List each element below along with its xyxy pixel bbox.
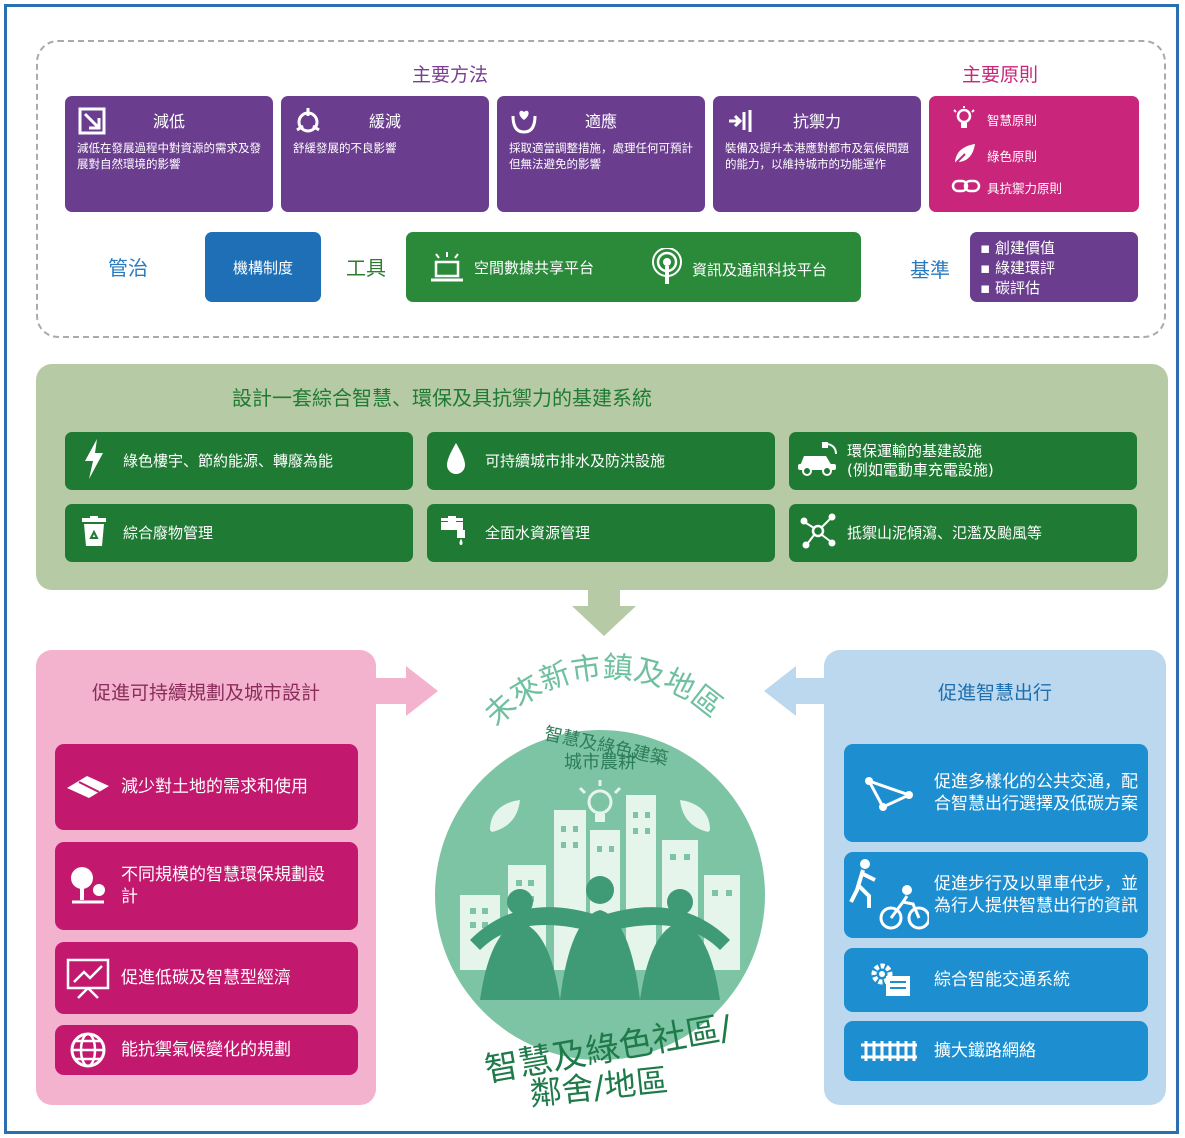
leaf-icon	[951, 142, 987, 169]
method-title: 抗禦力	[792, 112, 841, 131]
tool-label: 空間數據共享平台	[474, 259, 595, 277]
principle-row: 綠色原則	[951, 142, 1037, 169]
route-icon	[844, 775, 934, 811]
laptop-icon	[431, 252, 463, 282]
broadcast-icon	[652, 248, 682, 284]
water-drop-icon	[427, 443, 485, 479]
lightning-icon	[65, 439, 123, 483]
center-arc-title: 未來新市鎮及地區	[478, 650, 729, 733]
chain-link-icon	[951, 176, 987, 199]
globe-icon	[55, 1031, 121, 1069]
infra-label: 綜合廢物管理	[123, 523, 214, 542]
mobility-label: 綜合智能交通系統	[934, 970, 1070, 990]
tools-label: 工具	[346, 256, 386, 280]
reduce-icon	[78, 107, 106, 135]
infra-item-water: 全面水資源管理	[427, 504, 775, 562]
principle-label: 具抗禦力原則	[987, 181, 1063, 196]
left-arrow-icon	[764, 666, 826, 716]
infra-label: 抵禦山泥傾瀉、氾濫及颱風等	[847, 523, 1043, 542]
planning-item-land: 減少對土地的需求和使用	[55, 744, 358, 830]
planning-item-smart-design: 不同規模的智慧環保規劃設計	[55, 842, 358, 930]
principle-row: 智慧原則	[951, 106, 1037, 133]
method-desc: 舒緩發展的不良影響	[293, 141, 397, 155]
principle-label: 智慧原則	[987, 113, 1038, 128]
center-sub2: 城市農耕	[564, 752, 636, 773]
planning-label: 不同規模的智慧環保規劃設計	[121, 865, 325, 907]
faucet-icon	[427, 514, 485, 552]
infrastructure-title: 設計一套綜合智慧、環保及具抗禦力的基建系統	[232, 386, 652, 410]
lightbulb-icon	[951, 106, 987, 133]
method-title: 減低	[152, 112, 185, 131]
planning-label: 減少對土地的需求和使用	[121, 777, 308, 797]
planning-label: 促進低碳及智慧型經濟	[121, 968, 291, 988]
mobility-item-walk-cycle: 促進步行及以單車代步，並為行人提供智慧出行的資訊	[844, 852, 1148, 938]
infra-item-green-building: 綠色樓宇、節約能源、轉廢為能	[65, 432, 413, 490]
governance-box: 機構制度	[205, 232, 321, 302]
infra-item-waste: 綜合廢物管理	[65, 504, 413, 562]
tools-box: 空間數據共享平台 資訊及通訊科技平台	[406, 232, 861, 302]
infra-label: 綠色樓宇、節約能源、轉廢為能	[123, 451, 334, 470]
planning-item-climate: 能抗禦氣候變化的規劃	[55, 1025, 358, 1075]
mobility-item-public-transport: 促進多樣化的公共交通，配合智慧出行選擇及低碳方案	[844, 744, 1148, 842]
down-arrow-icon	[572, 588, 636, 636]
principle-row: 具抗禦力原則	[951, 176, 1062, 199]
infra-item-green-transport: 環保運輸的基建設施 (例如電動車充電設施)	[789, 432, 1137, 490]
main-methods-title: 主要方法	[411, 64, 488, 86]
principles-box: 智慧原則 綠色原則 具抗禦力原則	[929, 96, 1139, 212]
tool-label: 資訊及通訊科技平台	[692, 261, 828, 279]
method-desc: 採取適當調整措施，處理任何可預計但無法避免的影響	[509, 141, 693, 171]
governance-label: 管治	[108, 256, 148, 280]
method-reduce: 減低 減低在發展過程中對資源的需求及發展對自然環境的影響	[65, 96, 273, 212]
planning-item-economy: 促進低碳及智慧型經濟	[55, 942, 358, 1014]
land-icon	[55, 774, 121, 800]
mobility-item-its: 綜合智能交通系統	[844, 948, 1148, 1012]
tree-icon	[55, 864, 121, 908]
infra-item-resilience: 抵禦山泥傾瀉、氾濫及颱風等	[789, 504, 1137, 562]
main-principles-title: 主要原則	[961, 64, 1038, 86]
framework-section	[36, 40, 1166, 338]
benchmark-box: ▪ 創建價值 ▪ 綠建環評 ▪ 碳評估	[970, 232, 1138, 302]
planning-label: 能抗禦氣候變化的規劃	[121, 1040, 291, 1060]
mobility-label: 擴大鐵路網絡	[934, 1041, 1036, 1061]
benchmark-item: ▪ 碳評估	[980, 279, 1040, 297]
method-desc: 裝備及提升本港應對都市及氣候問題的能力，以維持城市的功能運作	[725, 141, 909, 171]
chart-board-icon	[55, 956, 121, 1000]
infra-item-drainage: 可持續城市排水及防洪設施	[427, 432, 775, 490]
mitigate-icon	[296, 108, 320, 133]
walk-bike-icon	[844, 858, 934, 932]
mobility-title: 促進智慧出行	[937, 682, 1052, 704]
resilience-icon	[729, 110, 752, 132]
mobility-item-railway: 擴大鐵路網絡	[844, 1021, 1148, 1081]
future-town-illustration: 未來新市鎮及地區 智慧及綠色建築 城市農耕 智慧及綠色社區/	[435, 650, 765, 1113]
benchmark-label: 基準	[910, 258, 950, 282]
method-title: 適應	[584, 112, 617, 131]
gear-screen-icon	[844, 960, 934, 1000]
right-arrow-icon	[376, 666, 438, 716]
benchmark-item: ▪ 綠建環評	[980, 259, 1055, 277]
adapt-icon	[511, 110, 537, 134]
method-adapt: 適應 採取適當調整措施，處理任何可預計但無法避免的影響	[497, 96, 705, 212]
infra-label: 全面水資源管理	[485, 523, 591, 542]
mobility-label: 促進步行及以單車代步，並為行人提供智慧出行的資訊	[934, 874, 1138, 916]
method-mitigate: 緩減 舒緩發展的不良影響	[281, 96, 489, 212]
mobility-label: 促進多樣化的公共交通，配合智慧出行選擇及低碳方案	[934, 772, 1138, 814]
benchmark-item: ▪ 創建價值	[980, 239, 1055, 257]
electric-car-icon	[789, 442, 847, 480]
method-desc: 減低在發展過程中對資源的需求及發展對自然環境的影響	[77, 141, 261, 171]
principle-label: 綠色原則	[987, 149, 1038, 164]
railway-icon	[844, 1039, 934, 1063]
recycle-bin-icon	[65, 516, 123, 550]
network-icon	[789, 511, 847, 555]
method-title: 緩減	[368, 112, 401, 131]
outer-frame	[4, 4, 1179, 1134]
method-resilience: 抗禦力 裝備及提升本港應對都市及氣候問題的能力，以維持城市的功能運作	[713, 96, 921, 212]
planning-title: 促進可持續規劃及城市設計	[91, 682, 320, 704]
infra-label: 可持續城市排水及防洪設施	[485, 451, 666, 470]
infra-label: 環保運輸的基建設施 (例如電動車充電設施)	[847, 442, 994, 479]
